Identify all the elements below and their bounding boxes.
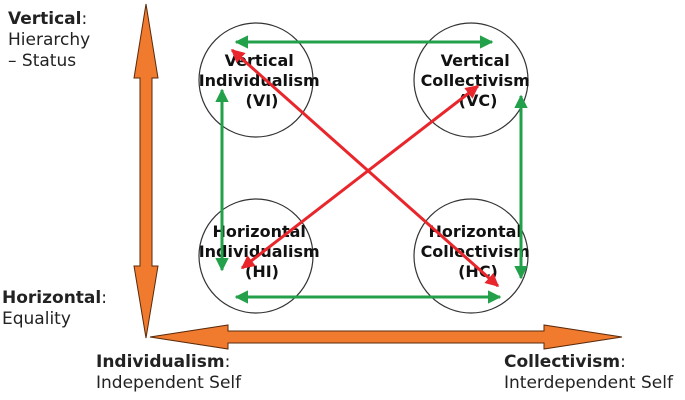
individualism-label-colon: :	[224, 352, 231, 372]
vertical-label-colon: :	[81, 9, 88, 29]
horizontal-label-line1: Equality	[2, 309, 71, 329]
collectivism-label-line1: Interdependent Self	[504, 373, 673, 393]
horizontal-label: Horizontal: Equality	[2, 288, 107, 330]
individualism-label-title: Individualism	[96, 352, 225, 372]
individualism-label: Individualism: Independent Self	[96, 352, 241, 394]
horizontal-label-colon: :	[101, 288, 107, 308]
collectivism-label-colon: :	[620, 352, 626, 372]
vertical-label-line1: Hierarchy	[8, 30, 91, 50]
arrow-diagonal-hi-vc	[240, 84, 480, 270]
vertical-label-line2: – Status	[8, 51, 77, 71]
vertical-label-title: Vertical	[8, 9, 82, 29]
collectivism-label: Collectivism: Interdependent Self	[504, 352, 673, 394]
individualism-label-line1: Independent Self	[96, 373, 242, 393]
collectivism-label-title: Collectivism	[504, 352, 621, 372]
vertical-label: Vertical: Hierarchy – Status	[8, 9, 90, 72]
vertical-axis-arrow-icon	[133, 3, 159, 339]
horizontal-label-title: Horizontal	[2, 288, 102, 308]
horizontal-axis-arrow-icon	[149, 324, 623, 350]
